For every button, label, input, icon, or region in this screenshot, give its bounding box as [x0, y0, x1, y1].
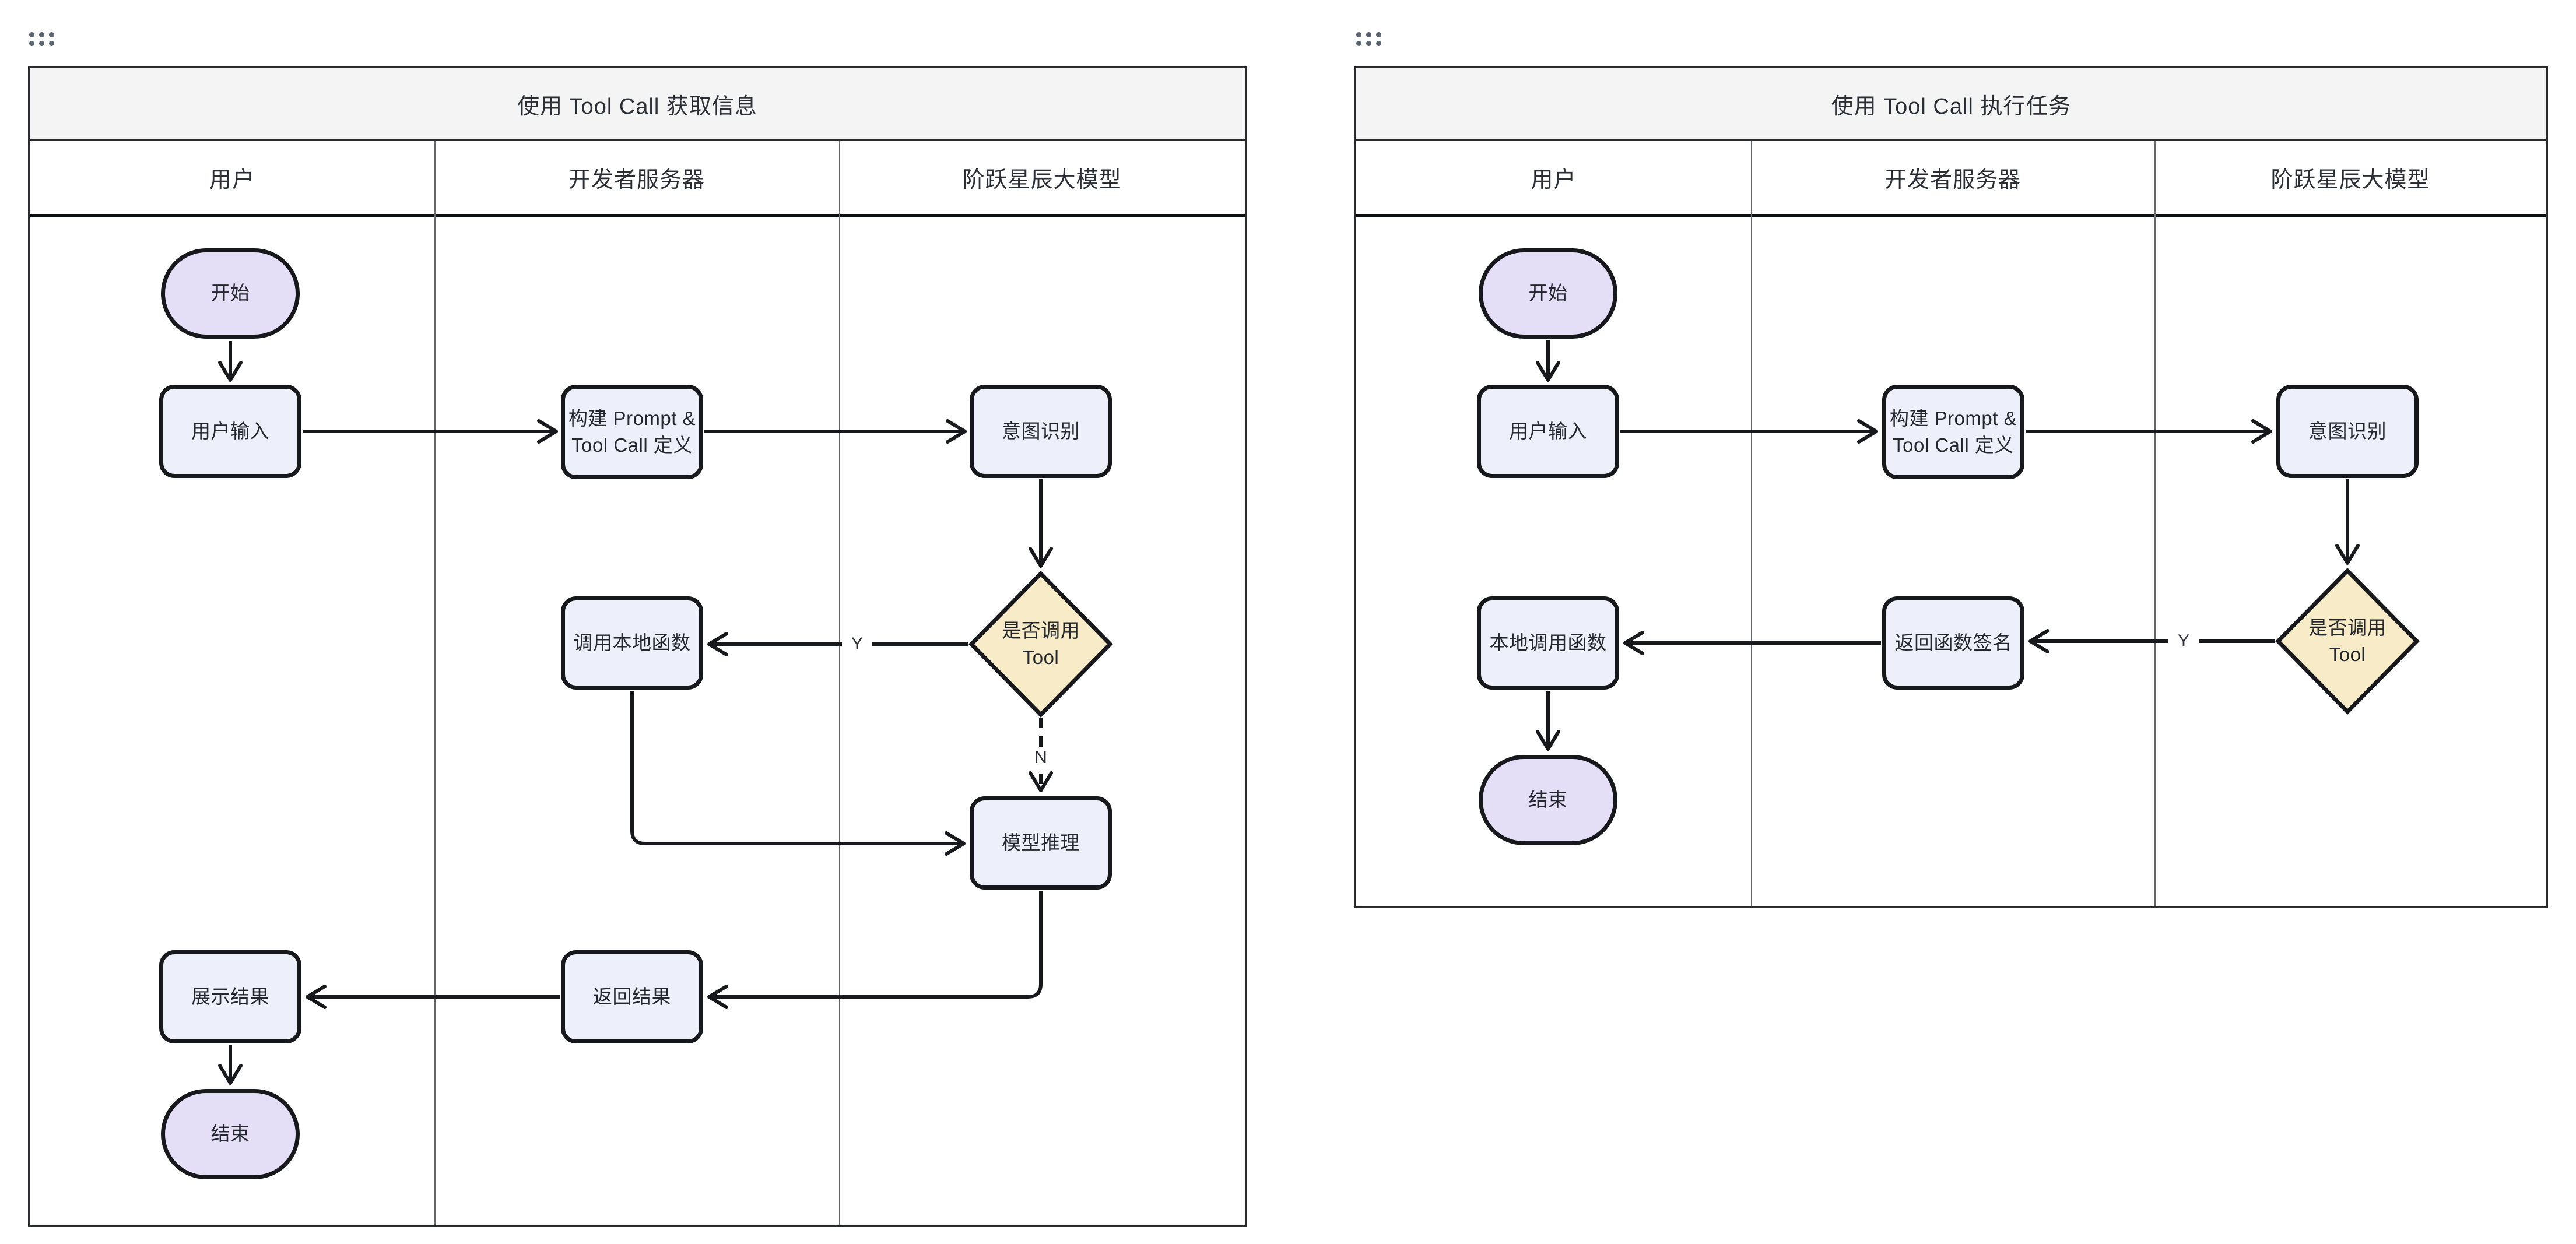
lane-divider — [434, 141, 436, 1225]
decision-node-label: 是否调用 Tool — [1002, 619, 1080, 668]
user-input-node[interactable]: 用户输入 — [159, 385, 301, 478]
lane-divider — [2154, 141, 2156, 906]
lane-header-stepfun-model: 阶跃星辰大模型 — [2270, 168, 2430, 192]
drag-handle-icon[interactable] — [29, 32, 54, 46]
lane-divider — [839, 141, 840, 1225]
end-node[interactable]: 结束 — [1479, 755, 1617, 845]
return-result-node[interactable]: 返回结果 — [561, 950, 703, 1043]
edge-label-no: N — [1025, 747, 1057, 769]
end-node[interactable]: 结束 — [161, 1089, 300, 1179]
intent-recognition-node[interactable]: 意图识别 — [2276, 385, 2419, 478]
build-prompt-node[interactable]: 构建 Prompt & Tool Call 定义 — [1882, 385, 2024, 479]
lane-header-user: 用户 — [1531, 168, 1577, 192]
decision-node-label: 是否调用 Tool — [2308, 616, 2387, 665]
edge-label-yes: Y — [2168, 630, 2199, 652]
start-node[interactable]: 开始 — [1479, 248, 1617, 339]
user-input-node[interactable]: 用户输入 — [1477, 385, 1619, 478]
lane-header-row: 用户 开发者服务器 阶跃星辰大模型 — [1356, 141, 2546, 217]
model-inference-node[interactable]: 模型推理 — [970, 796, 1112, 890]
build-prompt-node[interactable]: 构建 Prompt & Tool Call 定义 — [561, 385, 703, 479]
call-local-function-node[interactable]: 调用本地函数 — [561, 596, 703, 690]
lane-header-user: 用户 — [209, 168, 255, 192]
intent-recognition-node[interactable]: 意图识别 — [970, 385, 1112, 478]
return-function-signature-node[interactable]: 返回函数签名 — [1882, 596, 2024, 690]
local-call-function-node[interactable]: 本地调用函数 — [1477, 596, 1619, 690]
lane-header-stepfun-model: 阶跃星辰大模型 — [962, 168, 1122, 192]
diagram-title: 使用 Tool Call 获取信息 — [30, 68, 1245, 141]
drag-handle-icon[interactable] — [1356, 32, 1381, 46]
diagram-title: 使用 Tool Call 执行任务 — [1356, 68, 2546, 141]
lane-header-row: 用户 开发者服务器 阶跃星辰大模型 — [30, 141, 1245, 217]
lane-divider — [1751, 141, 1752, 906]
start-node[interactable]: 开始 — [161, 248, 300, 339]
show-result-node[interactable]: 展示结果 — [159, 950, 301, 1043]
lane-header-developer-server: 开发者服务器 — [1884, 168, 2021, 192]
lane-header-developer-server: 开发者服务器 — [568, 168, 705, 192]
edge-label-yes: Y — [841, 633, 873, 655]
